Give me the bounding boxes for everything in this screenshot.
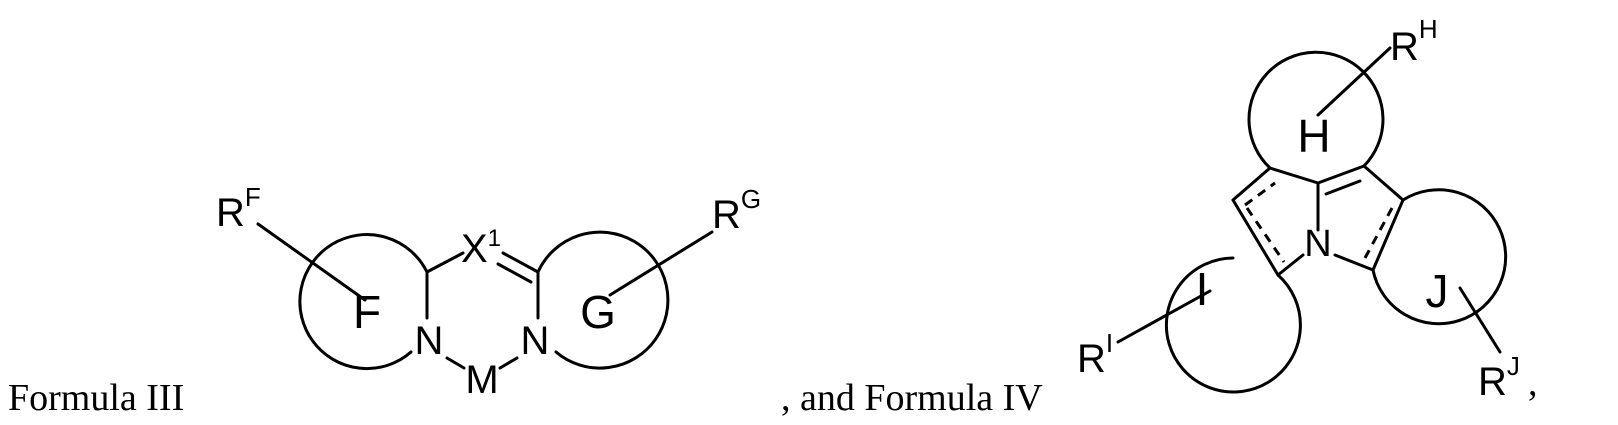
central-n-atom: N	[1304, 223, 1331, 265]
bond-rj	[1460, 288, 1500, 352]
rf-sup: F	[245, 182, 261, 212]
rf-base: R	[216, 191, 245, 235]
bond-rf	[258, 224, 365, 300]
bond-h-core-right	[1318, 166, 1364, 183]
bridge-atom-x1: X1	[461, 225, 501, 271]
rh-sup: H	[1419, 14, 1438, 44]
n-right-atom: N	[521, 319, 550, 363]
bond-h-j	[1364, 166, 1403, 200]
n-left-atom: N	[415, 319, 444, 363]
substituent-rj: RJ	[1478, 351, 1520, 404]
ring-i-label: I	[1196, 263, 1209, 315]
formula-iii-label: Formula III	[8, 377, 184, 419]
ring-h-label: H	[1297, 110, 1330, 162]
metal-atom: M	[465, 358, 498, 402]
bond-i-n	[1278, 255, 1303, 275]
bridge-x-sup: 1	[488, 225, 501, 252]
formula-iv-label: , and Formula IV	[781, 377, 1043, 419]
rg-base: R	[712, 193, 741, 237]
formula-iii: Formula III F G X1 N N M RF RG	[8, 182, 761, 419]
rh-base: R	[1390, 25, 1419, 69]
ri-base: R	[1077, 337, 1106, 381]
bond-n-j	[1335, 255, 1373, 270]
bond-h-i	[1233, 168, 1270, 200]
rj-base: R	[1478, 360, 1507, 404]
bond-h-core-left	[1270, 168, 1318, 183]
bond-j-ring-edge	[1373, 200, 1403, 270]
bond-h-core-double	[1326, 181, 1360, 194]
ring-j-label: J	[1426, 265, 1449, 317]
substituent-ri: RI	[1077, 328, 1113, 381]
rj-sup: J	[1507, 351, 1520, 381]
formula-iv: , and Formula IV H I J N RH RI RJ ,	[781, 14, 1538, 419]
rg-sup: G	[741, 184, 761, 214]
bridge-x-base: X	[461, 227, 488, 271]
bond-ri	[1118, 291, 1210, 342]
ri-sup: I	[1106, 328, 1113, 358]
bond-c-x1	[427, 253, 463, 272]
bond-rh	[1318, 48, 1390, 115]
bond-m-n-right	[500, 358, 517, 368]
bond-i-ring-edge	[1233, 200, 1278, 275]
bond-rg	[610, 232, 712, 295]
substituent-rh: RH	[1390, 14, 1438, 69]
trailing-comma: ,	[1528, 362, 1538, 404]
ring-i-circle	[1166, 258, 1300, 392]
bond-n-m-left	[447, 358, 464, 368]
substituent-rf: RF	[216, 182, 261, 235]
substituent-rg: RG	[712, 184, 761, 237]
